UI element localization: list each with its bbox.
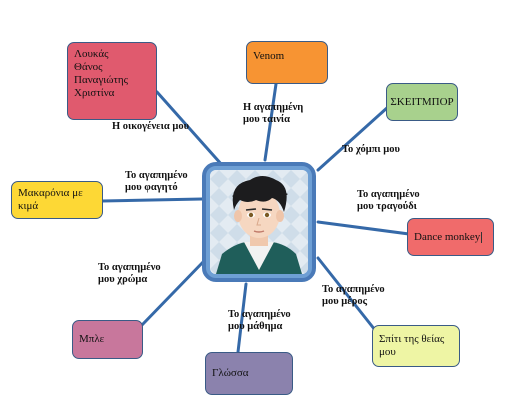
color-box[interactable]: Μπλε (72, 320, 143, 359)
song-label-line1: Το αγαπημένο (357, 189, 420, 200)
movie-label-line2: μου ταινία (243, 114, 291, 125)
subject-label-line2: μου μάθημα (228, 321, 283, 332)
place-box[interactable]: Σπίτι της θείας μου (372, 325, 460, 367)
color-label: Το αγαπημένο μου χρώμα (98, 262, 161, 286)
subject-value: Γλώσσα (212, 367, 249, 379)
connector-food (100, 197, 204, 203)
color-value: Μπλε (79, 333, 105, 345)
family-name-4: Χριστίνα (74, 87, 115, 99)
subject-label-line1: Το αγαπημένο (228, 309, 291, 320)
movie-box[interactable]: Venom (246, 41, 328, 84)
family-name-1: Λουκάς (74, 48, 109, 60)
connector-family (155, 90, 224, 167)
song-label-line2: μου τραγούδι (357, 201, 417, 212)
avatar-frame (202, 162, 316, 282)
connector-subject (236, 282, 248, 354)
place-label: Το αγαπημένο μου μέρος (322, 284, 385, 308)
family-name-2: Θάνος (74, 61, 103, 73)
food-label-line2: μου φαγητό (125, 182, 178, 193)
boy-avatar-icon (210, 170, 308, 274)
movie-label-line1: Η αγαπημένη (243, 102, 304, 113)
color-label-line1: Το αγαπημένο (98, 262, 161, 273)
hobby-box[interactable]: ΣΚΕΙΤΜΠΟΡ (386, 83, 458, 121)
color-label-line2: μου χρώμα (98, 274, 148, 285)
food-label-line1: Το αγαπημένο (125, 170, 188, 181)
family-name-3: Παναγιώτης (74, 74, 129, 86)
family-label: Η οικογένεια μου (112, 121, 190, 132)
subject-label: Το αγαπημένο μου μάθημα (228, 309, 291, 333)
text-cursor (481, 231, 483, 243)
subject-box[interactable]: Γλώσσα (205, 352, 293, 395)
connector-color (140, 258, 207, 327)
place-label-line1: Το αγαπημένο (322, 284, 385, 295)
hobby-value: ΣΚΕΙΤΜΠΟΡ (390, 95, 454, 108)
connector-place (316, 256, 377, 332)
hobby-label: Το χόμπι μου (342, 144, 400, 155)
place-value: Σπίτι της θείας μου (379, 333, 445, 358)
song-value: Dance monkey (414, 230, 481, 243)
place-label-line2: μου μέρος (322, 296, 368, 307)
food-value: Μακαρόνια με κιμά (18, 187, 83, 212)
movie-label: Η αγαπημένη μου ταινία (243, 102, 303, 126)
connector-song (316, 220, 411, 236)
food-label: Το αγαπημένο μου φαγητό (125, 170, 188, 194)
connector-hobby (316, 105, 390, 172)
song-label: Το αγαπημένο μου τραγούδι (357, 189, 420, 213)
song-box[interactable]: Dance monkey (407, 218, 494, 256)
family-box[interactable]: Λουκάς Θάνος Παναγιώτης Χριστίνα (67, 42, 157, 120)
movie-value: Venom (253, 50, 285, 62)
connector-movie (263, 82, 278, 162)
food-box[interactable]: Μακαρόνια με κιμά (11, 181, 103, 219)
